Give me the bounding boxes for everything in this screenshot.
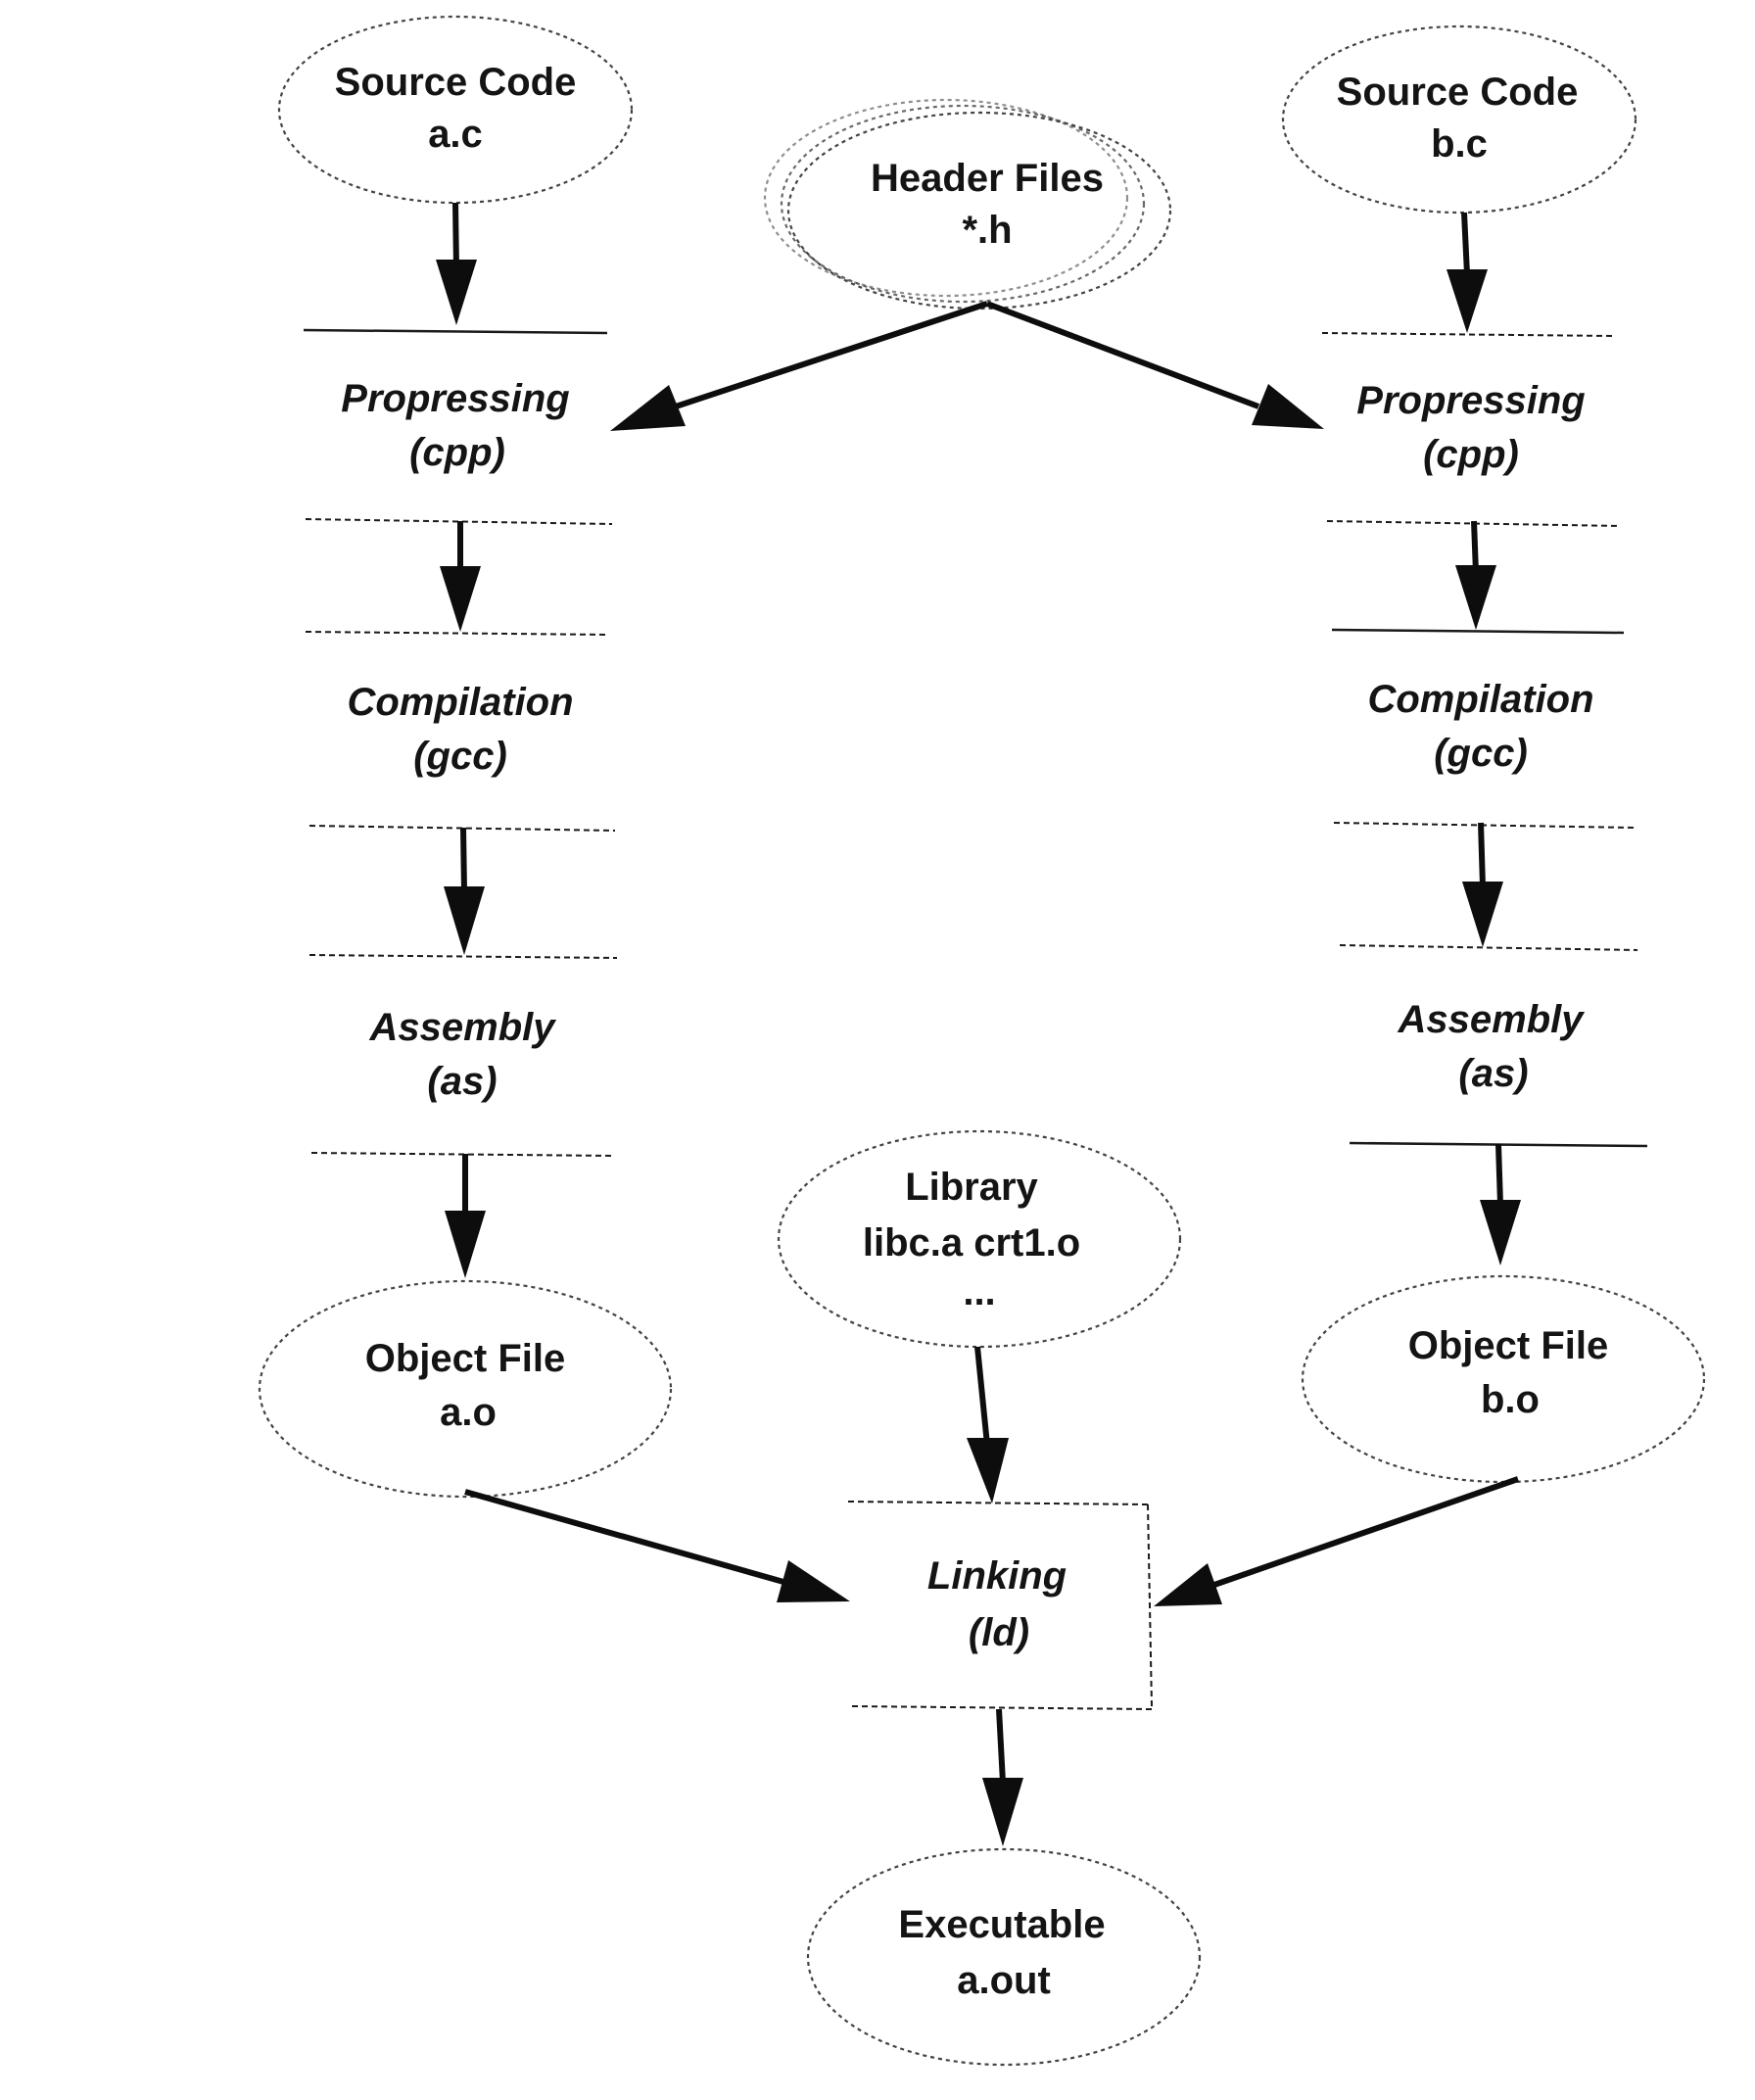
object-b-filename: b.o	[1481, 1378, 1540, 1421]
linking-tool: (ld)	[969, 1611, 1029, 1654]
executable-ellipse	[806, 1847, 1202, 2067]
source-b-filename: b.c	[1431, 122, 1488, 166]
source-a-title: Source Code	[335, 61, 577, 104]
arrow-right-preprocess-to-compile	[1455, 520, 1496, 630]
object-a-ellipse	[258, 1279, 673, 1499]
arrow-headers-to-right-preprocess	[985, 301, 1324, 429]
left-preprocess-label: Propressing	[341, 377, 569, 420]
object-b-title: Object File	[1408, 1324, 1609, 1367]
executable-filename: a.out	[957, 1959, 1051, 2002]
arrow-left-compile-to-assemble	[444, 827, 485, 955]
left-separator-4	[308, 825, 616, 832]
arrow-source-b-to-preprocess	[1447, 212, 1488, 333]
source-a-filename: a.c	[428, 113, 483, 156]
object-a-title: Object File	[365, 1337, 566, 1380]
headers-ellipse-back-2	[763, 98, 1129, 298]
headers-title: Header Files	[871, 157, 1104, 200]
arrow-right-compile-to-assemble	[1462, 822, 1503, 947]
arrow-linking-to-executable	[982, 1708, 1023, 1846]
arrow-headers-to-left-preprocess	[610, 301, 988, 431]
source-b-ellipse	[1281, 24, 1637, 215]
library-ellipse	[777, 1129, 1182, 1349]
linking-label: Linking	[927, 1554, 1067, 1598]
arrow-right-assemble-to-object	[1480, 1143, 1521, 1265]
headers-pattern: *.h	[962, 209, 1012, 252]
source-a-ellipse	[277, 15, 634, 205]
left-separator-6	[310, 1152, 613, 1157]
arrow-left-preprocess-to-compile	[440, 521, 481, 632]
headers-ellipse-back-1	[780, 104, 1146, 304]
arrow-left-assemble-to-object	[445, 1154, 486, 1278]
source-b-title: Source Code	[1337, 71, 1579, 114]
headers-ellipse	[786, 111, 1172, 310]
left-compile-tool: (gcc)	[413, 735, 507, 778]
arrow-source-a-to-preprocess	[436, 202, 477, 325]
executable-title: Executable	[898, 1903, 1105, 1946]
arrow-object-a-to-linking	[464, 1489, 850, 1602]
right-separator-1	[1321, 332, 1615, 337]
left-preprocess-tool: (cpp)	[409, 431, 505, 474]
arrow-object-b-to-linking	[1154, 1476, 1519, 1606]
arrow-library-to-linking	[967, 1346, 1009, 1503]
right-compile-label: Compilation	[1367, 678, 1593, 721]
linking-box-top	[847, 1501, 1149, 1505]
library-title: Library	[905, 1166, 1038, 1209]
library-ellipsis: ...	[963, 1270, 995, 1313]
left-separator-5	[308, 954, 618, 959]
right-assemble-tool: (as)	[1458, 1052, 1528, 1095]
right-separator-5	[1339, 944, 1638, 951]
library-files: libc.a crt1.o	[863, 1221, 1080, 1265]
linking-box-bottom	[851, 1705, 1153, 1710]
left-assemble-label: Assembly	[369, 1006, 557, 1049]
linking-box-right	[1147, 1503, 1153, 1707]
left-separator-2	[305, 518, 613, 525]
object-a-filename: a.o	[440, 1391, 497, 1434]
right-preprocess-label: Propressing	[1356, 379, 1585, 422]
left-separator-1	[303, 328, 608, 335]
right-compile-tool: (gcc)	[1434, 732, 1528, 775]
left-separator-3	[305, 631, 610, 636]
right-separator-3	[1331, 628, 1625, 635]
right-assemble-label: Assembly	[1398, 998, 1586, 1041]
right-preprocess-tool: (cpp)	[1423, 433, 1519, 476]
left-compile-label: Compilation	[347, 681, 573, 724]
left-assemble-tool: (as)	[427, 1060, 497, 1103]
